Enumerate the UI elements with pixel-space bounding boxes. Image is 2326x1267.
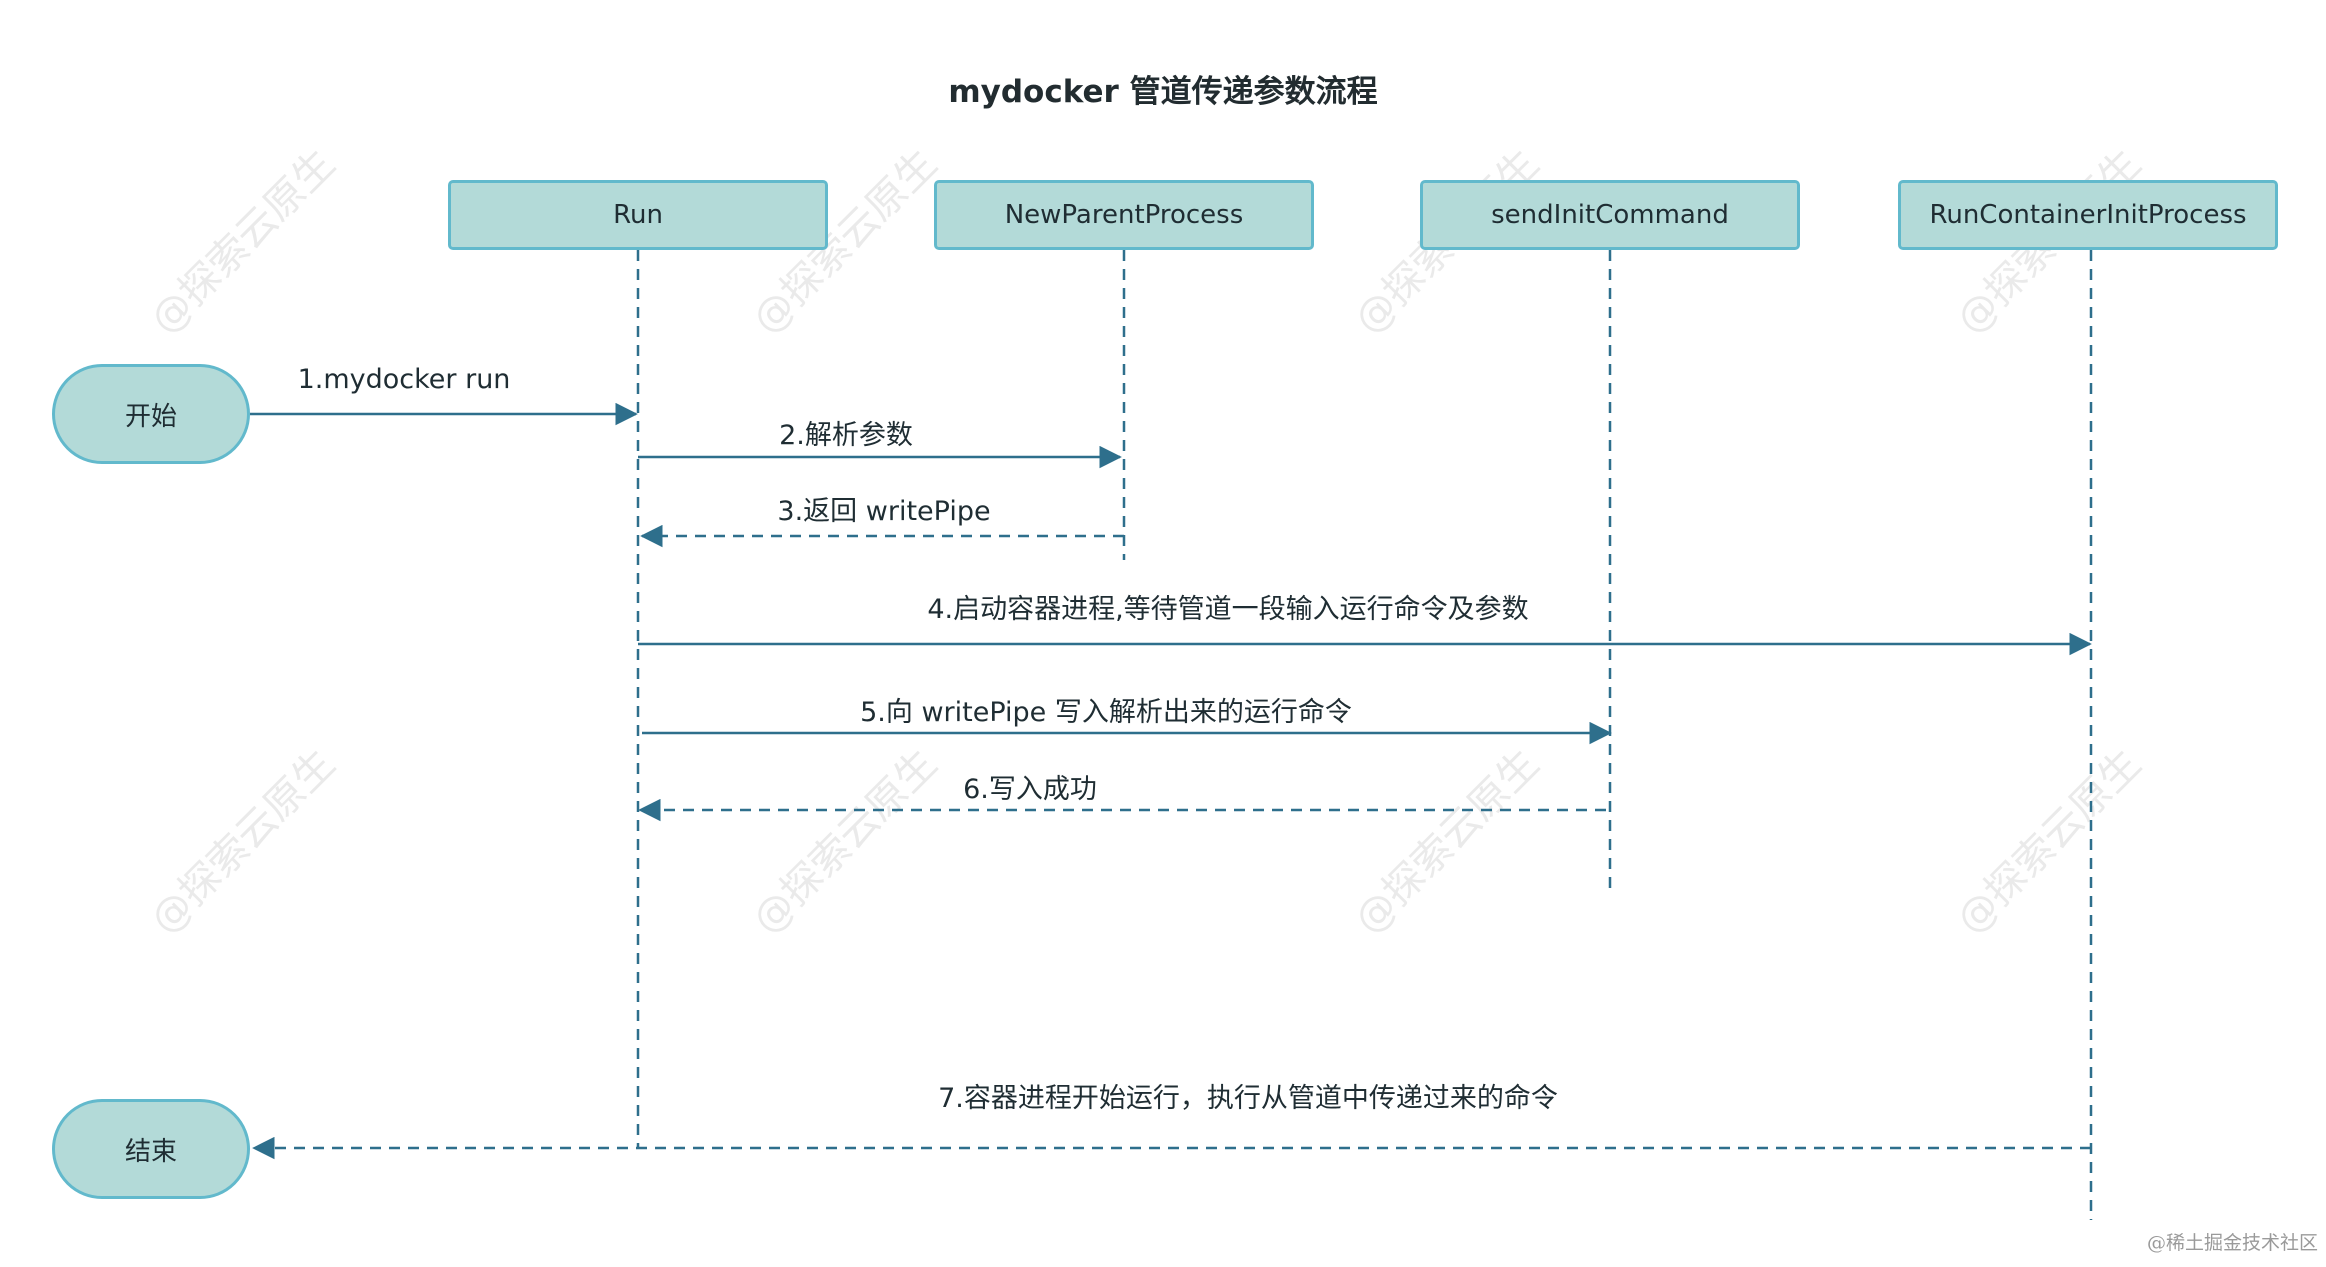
site-watermark: @稀土掘金技术社区 [2146, 1232, 2318, 1254]
message-label-4: 4.启动容器进程,等待管道一段输入运行命令及参数 [927, 594, 1529, 625]
end-node: 结束 [52, 1099, 250, 1199]
message-label-7: 7.容器进程开始运行，执行从管道中传递过来的命令 [938, 1083, 1558, 1114]
message-label-2: 2.解析参数 [779, 420, 913, 451]
diagram-title: mydocker 管道传递参数流程 [948, 74, 1378, 110]
message-label-1: 1.mydocker run [297, 364, 511, 395]
participant-sendinitcommand: sendInitCommand [1420, 180, 1800, 250]
start-node: 开始 [52, 364, 250, 464]
message-label-6: 6.写入成功 [963, 774, 1097, 805]
message-label-5: 5.向 writePipe 写入解析出来的运行命令 [860, 697, 1352, 728]
participant-newparentprocess: NewParentProcess [934, 180, 1314, 250]
participant-run: Run [448, 180, 828, 250]
message-label-3: 3.返回 writePipe [777, 496, 991, 527]
participant-runcontainerinitprocess: RunContainerInitProcess [1898, 180, 2278, 250]
